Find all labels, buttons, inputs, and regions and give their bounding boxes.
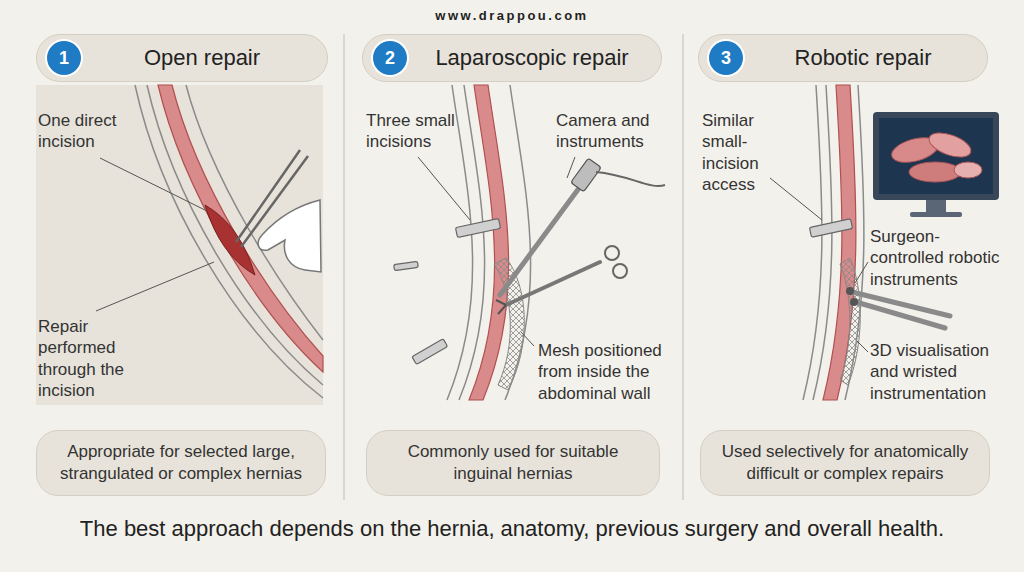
mesh (494, 258, 524, 390)
callout-label: Three small incisions (366, 110, 466, 153)
callout-label: Surgeon-controlled robotic instruments (870, 226, 1000, 290)
use-note: Used selectively for anatomically diffic… (700, 430, 990, 496)
step-header: Robotic repair 3 (698, 34, 988, 82)
fat-line (147, 85, 323, 385)
monitor-frame (873, 112, 999, 200)
leader-line (96, 262, 214, 311)
skin-line (135, 85, 323, 398)
illustration-ground (36, 85, 323, 405)
step-number: 1 (47, 41, 81, 75)
robotic-instrument (856, 302, 945, 328)
node-text: Robotic repair (795, 45, 932, 71)
node-text: Commonly used for suitable inguinal hern… (381, 441, 645, 485)
organ-view (954, 162, 982, 178)
scissors-ring (613, 264, 627, 278)
gloved-hand (258, 200, 321, 272)
muscle-layer (158, 85, 323, 372)
scissors-shaft (506, 262, 600, 305)
wristed-tip (846, 287, 854, 295)
node-text: 3 (721, 48, 731, 69)
callout-label: 3D visualisation and wristed instrumenta… (870, 340, 1000, 404)
monitor-stand (926, 200, 946, 212)
trocar-port (394, 261, 419, 270)
callout-label: Camera and instruments (556, 110, 656, 153)
panel-divider (343, 34, 345, 500)
node-text: Appropriate for selected large, strangul… (51, 441, 311, 485)
scissors-jaw (498, 305, 506, 314)
caption: The best approach depends on the hernia,… (0, 516, 1024, 542)
leader-line (567, 157, 575, 178)
fat-line (813, 85, 832, 400)
peritoneum-line (186, 85, 323, 340)
scissors-jaw (496, 300, 506, 305)
monitor-screen (879, 118, 993, 194)
callout-label: Repair performed through the incision (38, 316, 126, 401)
use-note: Commonly used for suitable inguinal hern… (366, 430, 660, 496)
leader-line (770, 178, 822, 220)
node-text: 2 (385, 48, 395, 69)
node-text: 1 (59, 48, 69, 69)
node-text: Used selectively for anatomically diffic… (715, 441, 975, 485)
organ-view (909, 162, 961, 182)
leader-line (100, 158, 207, 211)
step-number: 2 (373, 41, 407, 75)
skin-line (447, 85, 473, 400)
step-number: 3 (709, 41, 743, 75)
use-note: Appropriate for selected large, strangul… (36, 430, 326, 496)
mesh (840, 258, 860, 385)
organ-view (926, 128, 974, 162)
step-header: Laparoscopic repair 2 (362, 34, 662, 82)
watermark: www.drappou.com (0, 8, 1024, 24)
wristed-tip (850, 298, 858, 306)
trocar-port (412, 339, 448, 365)
trocar-port (455, 219, 500, 238)
panel-divider (682, 34, 684, 500)
leader-line (857, 341, 868, 352)
step-header: Open repair 1 (36, 34, 328, 82)
trocar-port (809, 219, 852, 238)
muscle-layer (469, 85, 509, 400)
callout-label: Similar small-incision access (702, 110, 802, 195)
callout-label: One direct incision (38, 110, 128, 153)
scissors-ring (605, 246, 619, 260)
camera-body (571, 158, 602, 192)
skin-line (803, 85, 822, 400)
monitor-stand (910, 212, 962, 217)
leader-line (521, 332, 534, 346)
camera-scope (500, 180, 585, 295)
camera-cable (596, 172, 665, 186)
leader-line (855, 262, 868, 283)
leader-line (418, 157, 470, 220)
callout-label: Mesh positioned from inside the abdomina… (538, 340, 666, 404)
node-text: Open repair (144, 45, 260, 71)
node-text: Laparoscopic repair (435, 45, 628, 71)
